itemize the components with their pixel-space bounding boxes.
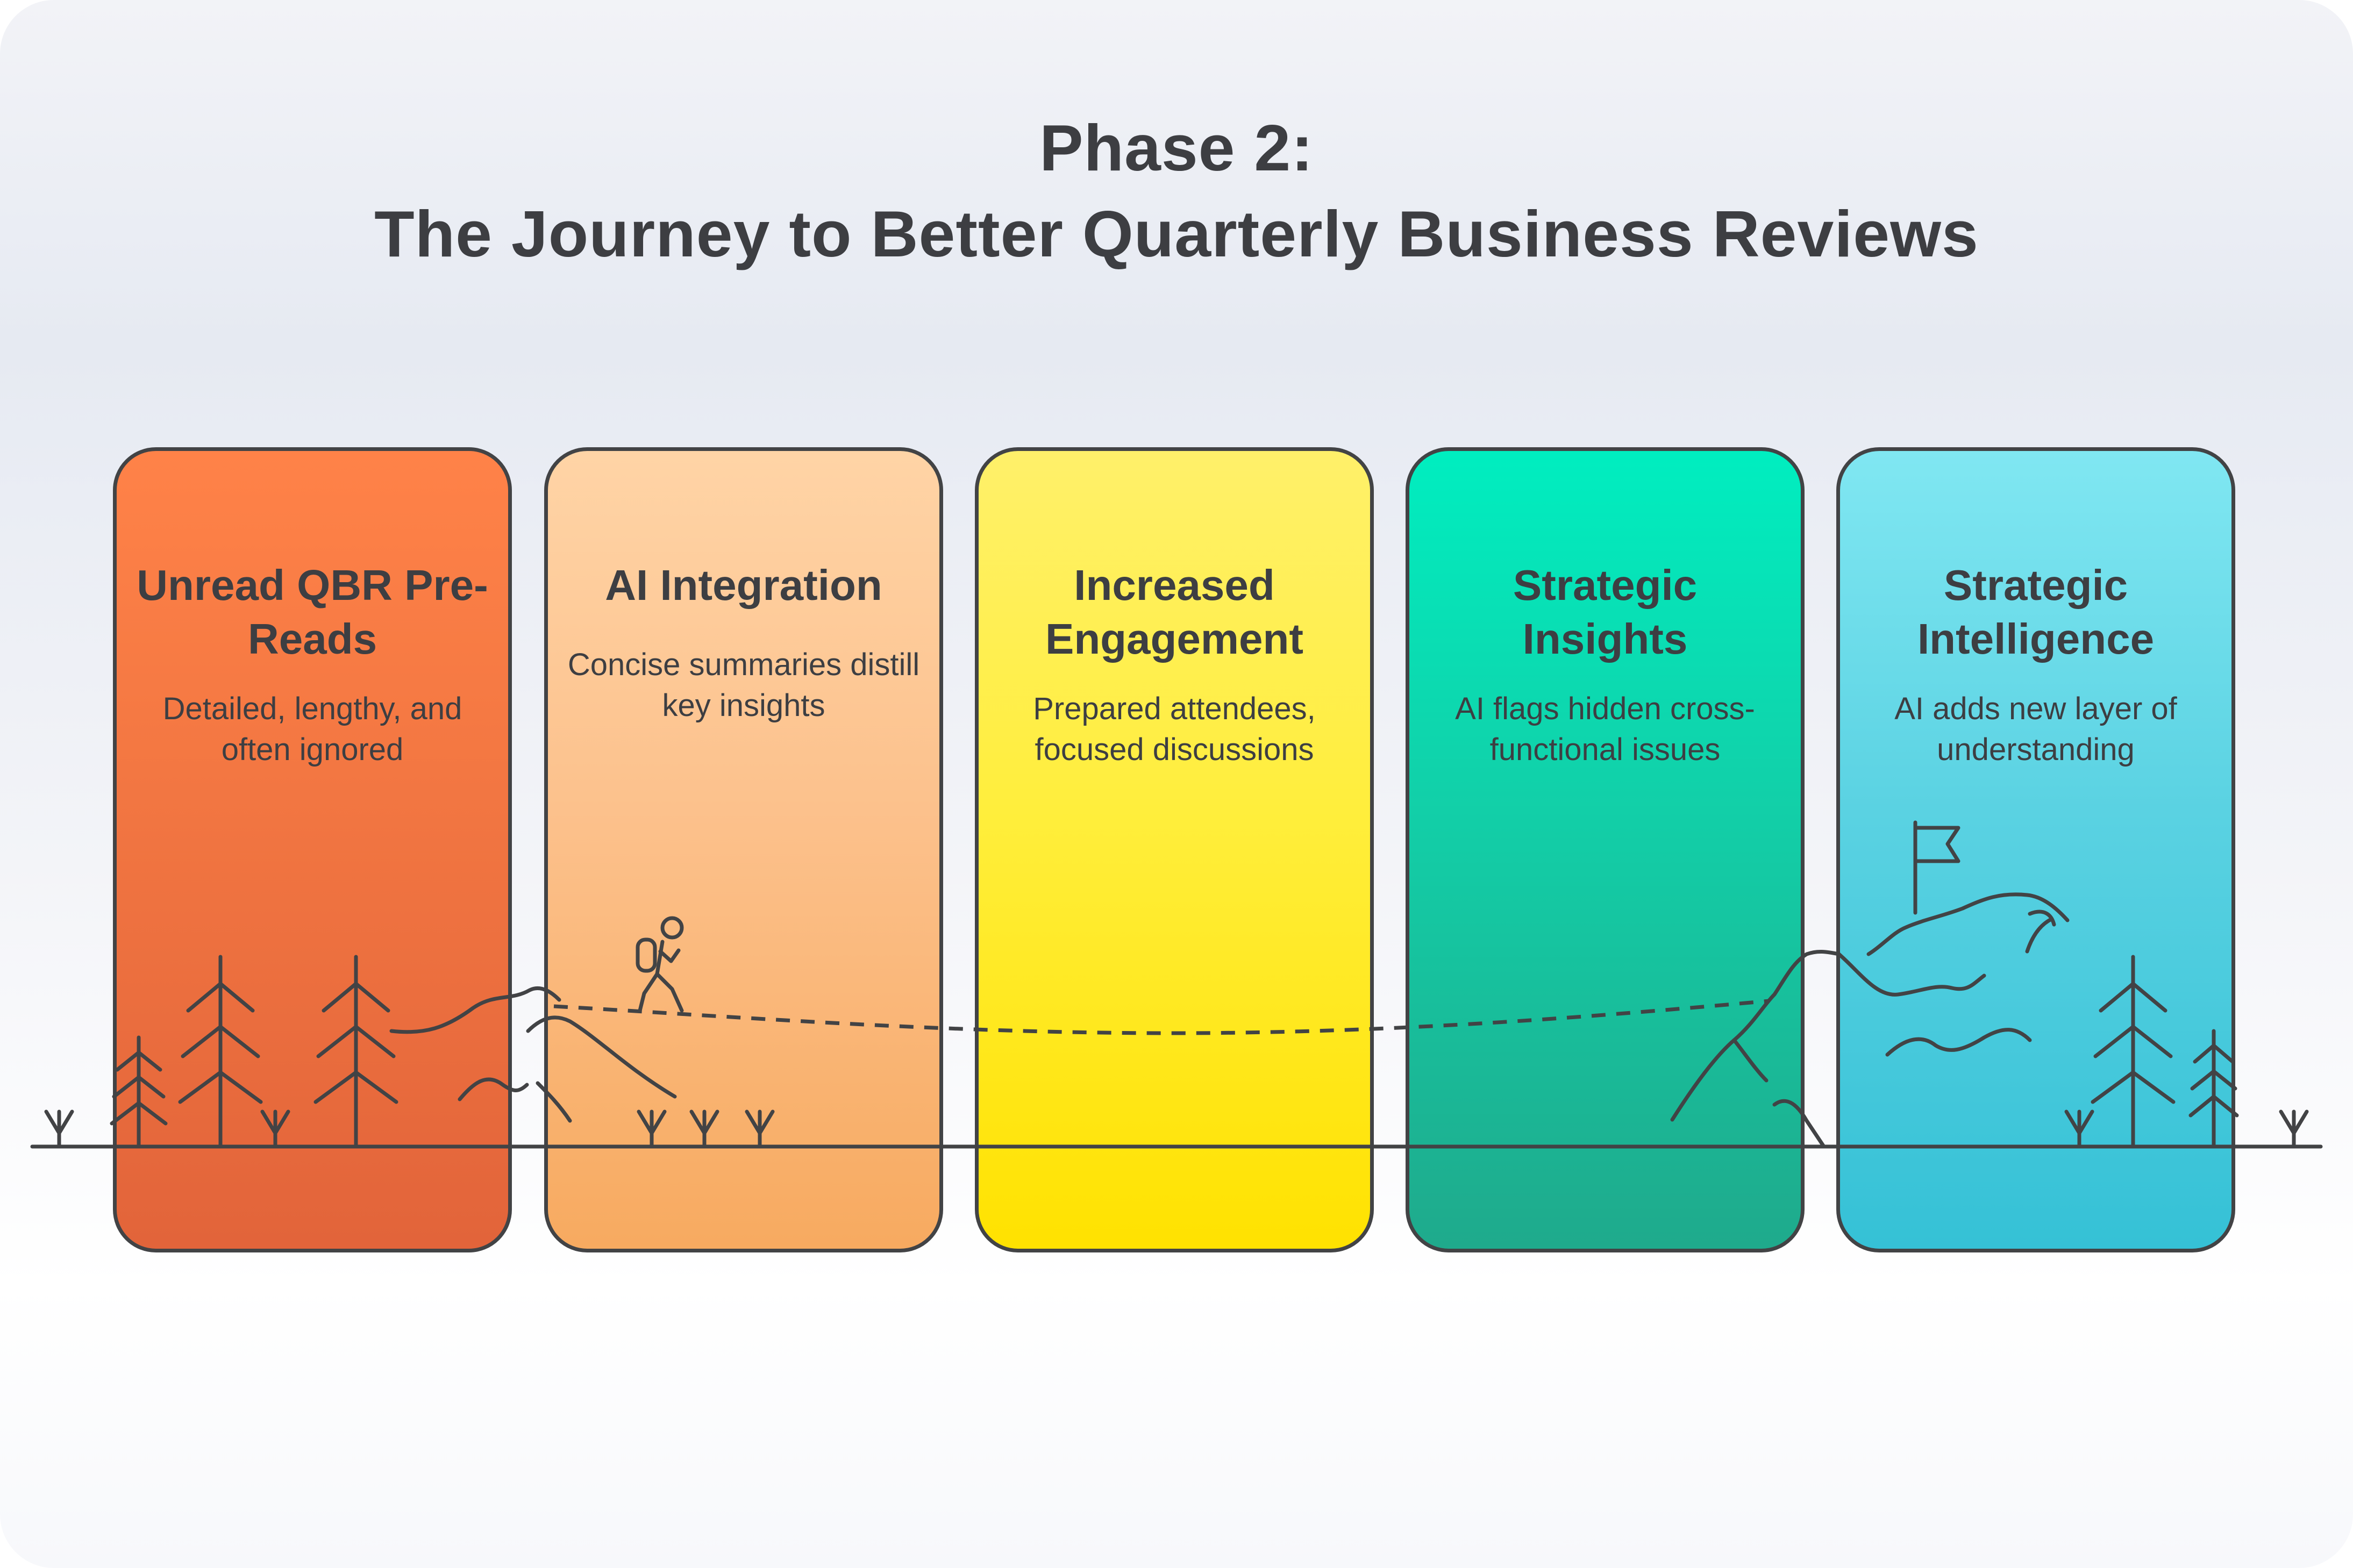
stage-title: Unread QBR Pre-Reads (137, 561, 488, 663)
page-title-line-2: The Journey to Better Quarterly Business… (374, 197, 1979, 270)
pine-tree-icon (2188, 1029, 2239, 1149)
stage-title: AI Integration (605, 561, 882, 609)
hiker-icon (636, 916, 684, 1013)
pine-tree-icon (313, 955, 398, 1149)
mountain-icon (2025, 917, 2053, 954)
stage-title: Strategic Insights (1513, 561, 1698, 663)
stage-description: AI adds new layer of understanding (1894, 691, 2177, 767)
mountain-icon (1885, 1028, 2032, 1057)
stage-card-ai-integration: AI Integration Concise summaries distill… (544, 447, 943, 1252)
mountain-icon (1772, 1099, 1826, 1149)
stage-card-strategic-insights: Strategic Insights AI flags hidden cross… (1406, 447, 1805, 1252)
pine-tree-icon (178, 955, 263, 1149)
stage-card-unread-qbr-pre-reads: Unread QBR Pre-Reads Detailed, lengthy, … (113, 447, 512, 1252)
grass-sprout-icon (260, 1109, 290, 1149)
grass-sprout-icon (637, 1109, 667, 1149)
mountain-icon (1837, 952, 1986, 997)
flag-icon (1913, 820, 1960, 915)
pine-tree-icon (2091, 955, 2176, 1149)
stage-description: Concise summaries distill key insights (567, 647, 920, 723)
mountain-icon (1670, 950, 1841, 1122)
stage-card-strategic-intelligence: Strategic Intelligence AI adds new layer… (1836, 447, 2235, 1252)
stage-description: Prepared attendees, focused discussions (1033, 691, 1316, 767)
dashed-trail (553, 999, 1770, 1035)
grass-sprout-icon (689, 1109, 719, 1149)
stage-title: Increased Engagement (1045, 561, 1304, 663)
hill-icon (536, 1081, 572, 1123)
hill-icon (389, 986, 561, 1034)
pine-tree-icon (110, 1035, 168, 1149)
mountain-icon (1732, 1038, 1769, 1083)
mountain-icon (1866, 892, 2070, 956)
page-title-line-1: Phase 2: (1039, 111, 1314, 184)
stage-card-increased-engagement: Increased Engagement Prepared attendees,… (975, 447, 1374, 1252)
grass-sprout-icon (2279, 1109, 2309, 1149)
mountain-icon (2028, 910, 2056, 927)
grass-sprout-icon (2064, 1109, 2094, 1149)
stage-description: Detailed, lengthy, and often ignored (162, 691, 462, 767)
hill-icon (526, 1015, 677, 1099)
grass-sprout-icon (44, 1109, 74, 1149)
grass-sprout-icon (745, 1109, 775, 1149)
stage-description: AI flags hidden cross-functional issues (1455, 691, 1755, 767)
stage-title: Strategic Intelligence (1917, 561, 2155, 663)
hill-icon (458, 1077, 529, 1101)
